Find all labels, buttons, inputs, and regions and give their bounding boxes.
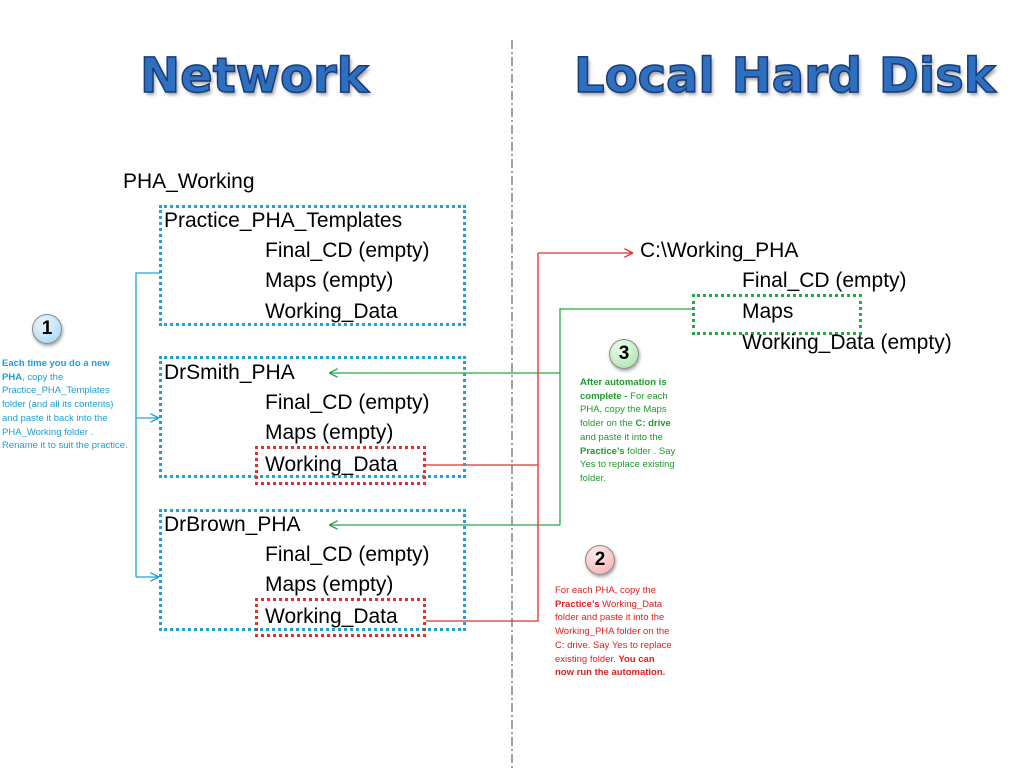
drsmith-working-data-highlight (255, 446, 426, 485)
step-2-text-1: For each PHA, copy the (555, 585, 656, 596)
step-3-text-1: For each PHA, copy the Maps folder on th… (580, 390, 668, 430)
local-maps: Maps (742, 300, 794, 323)
local-final-cd: Final_CD (empty) (742, 269, 907, 292)
drbrown-final-cd: Final_CD (empty) (265, 543, 430, 566)
step-1-bold: Each time you do a new PHA (2, 358, 110, 383)
step-2-text-2: Working_Data folder and paste it into th… (555, 598, 672, 665)
blue-connector (135, 272, 160, 577)
step-2-note: For each PHA, copy the Practice’s Workin… (555, 584, 673, 680)
drbrown-working-data-highlight (255, 598, 426, 637)
step-3-text-3: folder . Say Yes to replace existing fol… (580, 445, 676, 484)
local-maps-highlight (692, 294, 862, 335)
step-2-badge: 2 (585, 545, 615, 575)
drbrown-folder-name: DrBrown_PHA (164, 513, 301, 536)
step-3-note: After automation is complete - For each … (580, 376, 676, 486)
drsmith-maps: Maps (empty) (265, 421, 394, 444)
drbrown-working-data: Working_Data (265, 605, 398, 628)
template-final-cd: Final_CD (empty) (265, 239, 430, 262)
template-maps: Maps (empty) (265, 269, 394, 292)
template-working-data: Working_Data (265, 300, 398, 323)
template-folder-box (159, 205, 466, 326)
drsmith-final-cd: Final_CD (empty) (265, 391, 430, 414)
local-root: C:\Working_PHA (640, 239, 799, 262)
step-3-badge: 3 (609, 339, 639, 369)
pha-working-root: PHA_Working (123, 170, 255, 193)
step-3-text-2: and paste it into the (580, 431, 663, 443)
step-3-bold-3: Practice’s (580, 445, 625, 457)
step-2-bold-2: You can now run the automation. (555, 653, 666, 679)
step-3-bold-1: After automation is complete - (580, 377, 667, 402)
step-1-note: Each time you do a new PHA, copy the Pra… (2, 357, 130, 453)
drbrown-maps: Maps (empty) (265, 573, 394, 596)
drbrown-folder-box (159, 509, 466, 631)
local-working-data: Working_Data (empty) (742, 331, 952, 354)
template-folder-name: Practice_PHA_Templates (164, 209, 403, 232)
drsmith-folder-name: DrSmith_PHA (164, 361, 295, 384)
step-1-badge: 1 (32, 314, 62, 344)
local-hard-disk-heading: Local Hard Disk (573, 47, 996, 105)
step-2-bold-1: Practice’s (555, 598, 600, 610)
drsmith-folder-box (159, 356, 466, 478)
network-heading: Network (139, 47, 369, 105)
step-3-bold-2: C: drive (635, 418, 671, 430)
step-1-text: , copy the Practice_PHA_Templates folder… (2, 371, 128, 452)
green-connector (559, 308, 692, 525)
drsmith-working-data: Working_Data (265, 453, 398, 476)
